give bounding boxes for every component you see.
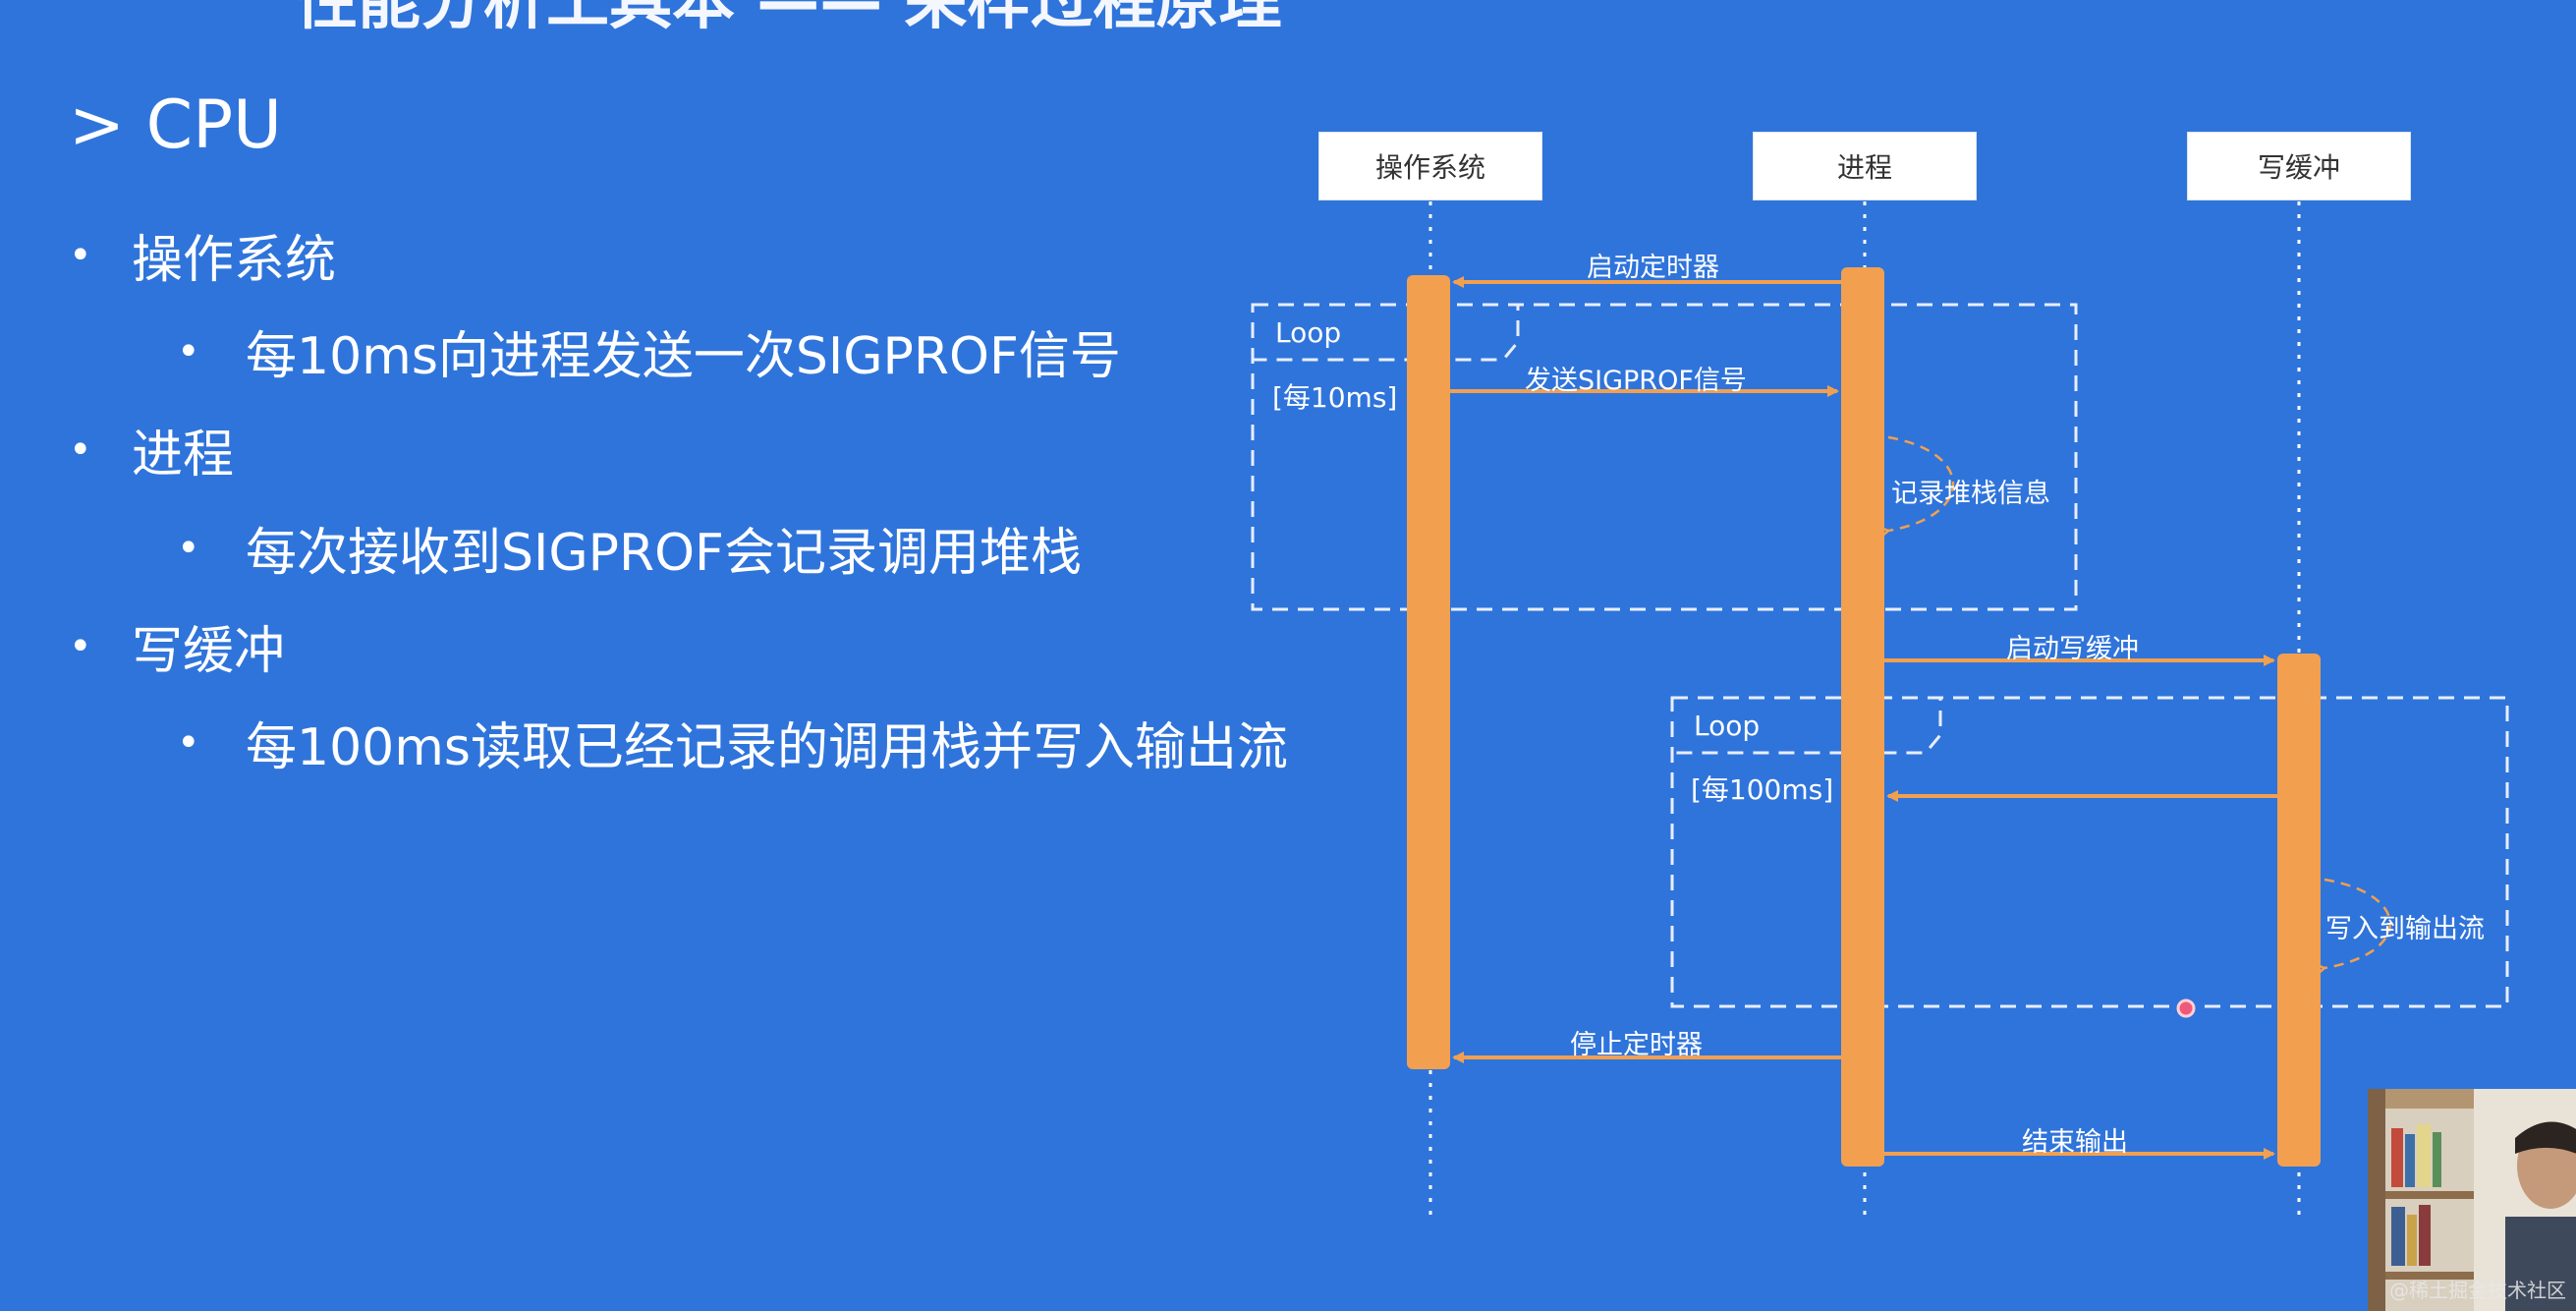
self-arrow-write-output	[2324, 878, 2391, 968]
self-arrow-record-stack	[1888, 435, 1955, 531]
message-label-start-timer: 启动定时器	[1587, 253, 1719, 283]
bullet-text: 进程	[132, 426, 235, 484]
bullet-item: • 操作系统	[69, 218, 336, 292]
bullet-dot-icon: •	[69, 232, 92, 278]
participant-process: 进程	[1753, 132, 1977, 200]
bullet-dot-icon: •	[69, 623, 92, 669]
bullet-text: 每次接收到SIGPROF会记录调用堆栈	[246, 524, 1082, 583]
activation-buffer	[2277, 654, 2321, 1167]
loop-frame-10ms	[1251, 303, 2078, 611]
bullet-item: • 每100ms读取已经记录的调用栈并写入输出流	[177, 706, 1288, 779]
message-label-record-stack: 记录堆栈信息	[1891, 479, 2050, 509]
loop-tag-label: Loop	[1275, 316, 1342, 349]
bullet-dot-icon: •	[177, 719, 200, 766]
activation-os	[1407, 275, 1450, 1069]
loop-frame-100ms	[1670, 696, 2509, 1008]
message-label-send-signal: 发送SIGPROF信号	[1525, 366, 1747, 396]
bullet-text: 每10ms向进程发送一次SIGPROF信号	[246, 327, 1121, 386]
participant-os: 操作系统	[1318, 132, 1542, 200]
bullet-text: 每100ms读取已经记录的调用栈并写入输出流	[246, 718, 1288, 777]
bullet-text: 写缓冲	[132, 622, 286, 681]
loop-guard-label: [每100ms]	[1691, 773, 1834, 806]
bullet-dot-icon: •	[177, 328, 200, 374]
message-label-start-buffer: 启动写缓冲	[2006, 634, 2139, 664]
webcam-video-image	[2368, 1089, 2576, 1311]
section-heading: > CPU	[69, 86, 282, 164]
bullet-item: • 每次接收到SIGPROF会记录调用堆栈	[177, 511, 1082, 585]
slide-title: 性能分析工具本 —— 采样过程原理	[295, 0, 1282, 38]
watermark: @稀土掘金技术社区	[2389, 1279, 2566, 1302]
message-label-write-output: 写入到输出流	[2325, 914, 2485, 944]
activation-process	[1841, 267, 1884, 1167]
bullet-text: 操作系统	[132, 231, 337, 290]
message-label-end-output: 结束输出	[2022, 1127, 2128, 1158]
laser-pointer-icon	[2176, 998, 2196, 1018]
message-label-stop-timer: 停止定时器	[1570, 1030, 1703, 1060]
bullet-item: • 每10ms向进程发送一次SIGPROF信号	[177, 314, 1121, 388]
bullet-item: • 进程	[69, 413, 234, 486]
bullet-dot-icon: •	[69, 427, 92, 473]
bullet-dot-icon: •	[177, 525, 200, 571]
loop-guard-label: [每10ms]	[1272, 381, 1398, 414]
participant-buffer: 写缓冲	[2187, 132, 2411, 200]
loop-tag-label: Loop	[1694, 710, 1761, 742]
bullet-item: • 写缓冲	[69, 609, 285, 683]
webcam-overlay: @稀土掘金技术社区	[2368, 1089, 2576, 1311]
